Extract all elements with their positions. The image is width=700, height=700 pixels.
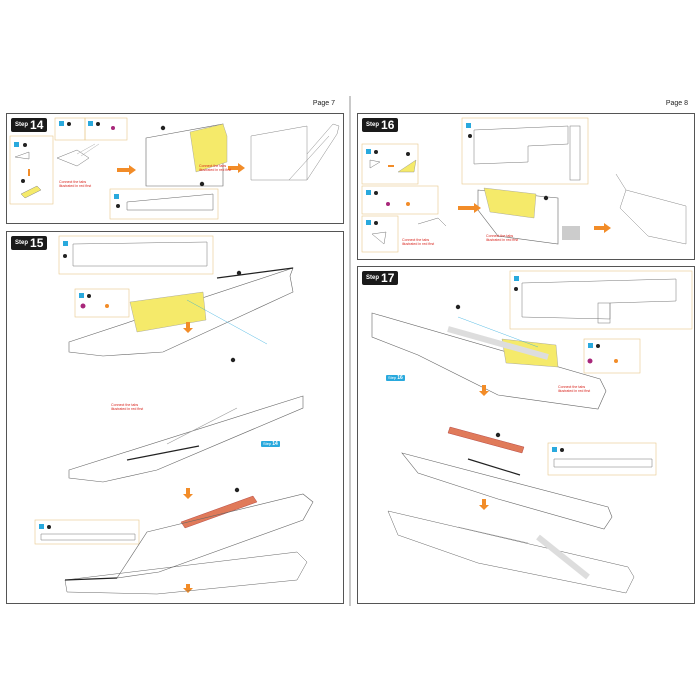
step-17-illustration: [371, 270, 693, 594]
page-number: Page 8: [665, 100, 688, 107]
step-17-note-line2: illustrated in red first: [558, 389, 591, 394]
step-14-note-line1: Connect the tabs: [59, 180, 87, 184]
step-17-badge: Step 17: [362, 271, 399, 285]
step-16-illustration: [361, 117, 687, 253]
step-15-badge: Step 15: [11, 236, 48, 250]
step-16-note-line1: Connect the tabs: [402, 238, 430, 242]
page-8: Page 8 Step 16: [351, 96, 700, 606]
step-15-note-line2: illustrated in red first: [111, 407, 144, 412]
page-gutter: [349, 96, 351, 606]
step-15-note-line1: Connect the tabs: [111, 403, 139, 407]
page-number: Page 7: [312, 100, 335, 107]
step-16-reference-tag: Step 16: [386, 375, 405, 381]
step-14-note-line2: illustrated in red first: [59, 184, 92, 189]
step-16-badge: Step 16: [362, 118, 399, 132]
step-14-note2-line2: illustrated in red first: [199, 168, 232, 173]
step-15-panel: Step 15: [6, 231, 344, 604]
step-14-reference-tag: Step 14: [261, 441, 280, 447]
page-7: Page 7 Step 14: [0, 96, 349, 606]
step-16-panel: Step 16: [357, 113, 695, 260]
step-14-illustration: [9, 117, 340, 220]
step-14-panel: Step 14: [6, 113, 344, 224]
step-17-note-line1: Connect the tabs: [558, 385, 586, 389]
step-14-note2-line1: Connect the tabs: [199, 164, 227, 168]
step-17-panel: Step 17: [357, 266, 695, 604]
step-16-note-line2: illustrated in red first: [402, 242, 435, 247]
step-14-badge: Step 14: [11, 118, 48, 132]
step-16-note2-line2: illustrated in red first: [486, 238, 519, 243]
step-16-note2-line1: Connect the tabs: [486, 234, 514, 238]
step-15-illustration: [34, 235, 314, 595]
